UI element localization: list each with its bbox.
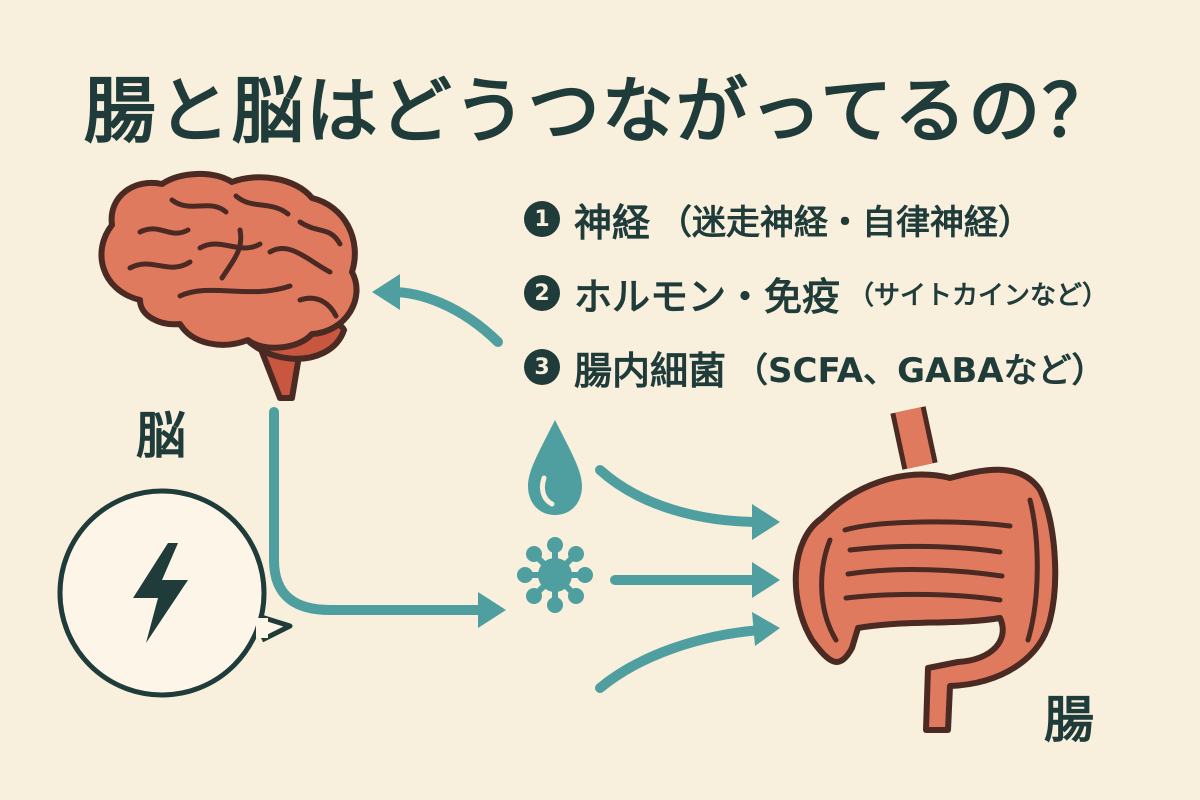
pathway-name: 腸内細菌 xyxy=(574,348,727,393)
number-badge: 2 xyxy=(524,275,560,311)
brain-icon xyxy=(98,170,360,401)
pathway-item-nerve: 1 神経 （迷走神経・自律神経） xyxy=(524,188,1108,250)
number-badge: 3 xyxy=(524,349,560,385)
arrow-brain-to-gut-path xyxy=(269,407,493,615)
lightning-icon xyxy=(133,543,188,643)
number-badge: 1 xyxy=(524,201,560,237)
pathway-item-gut-bacteria: 3 腸内細菌 （SCFA、GABAなど） xyxy=(524,336,1108,398)
pathway-name: ホルモン・免疫 xyxy=(574,274,841,319)
brain-label: 脳 xyxy=(136,407,186,465)
pathway-detail: （サイトカインなど） xyxy=(848,280,1109,311)
arrow-lower-to-gut xyxy=(595,625,765,693)
intestine-icon xyxy=(792,406,1059,733)
page-title: 腸と脳はどうつながってるの？ xyxy=(83,69,1117,153)
pathway-detail: （迷走神経・自律神経） xyxy=(658,202,1033,243)
pathway-legend: 1 神経 （迷走神経・自律神経） 2 ホルモン・免疫 （サイトカインなど） 3 … xyxy=(524,188,1108,410)
pathway-item-hormone-immune: 2 ホルモン・免疫 （サイトカインなど） xyxy=(524,262,1108,324)
microbe-icon xyxy=(517,537,593,613)
gut-label: 腸 xyxy=(1044,691,1094,749)
nerve-signal-bubble xyxy=(57,488,293,698)
pathway-name: 神経 xyxy=(574,200,651,245)
pathway-detail: （SCFA、GABAなど） xyxy=(734,350,1106,391)
arrow-to-brain xyxy=(387,287,503,347)
droplet-icon xyxy=(528,420,582,515)
arrow-hormone-to-gut xyxy=(595,465,765,527)
